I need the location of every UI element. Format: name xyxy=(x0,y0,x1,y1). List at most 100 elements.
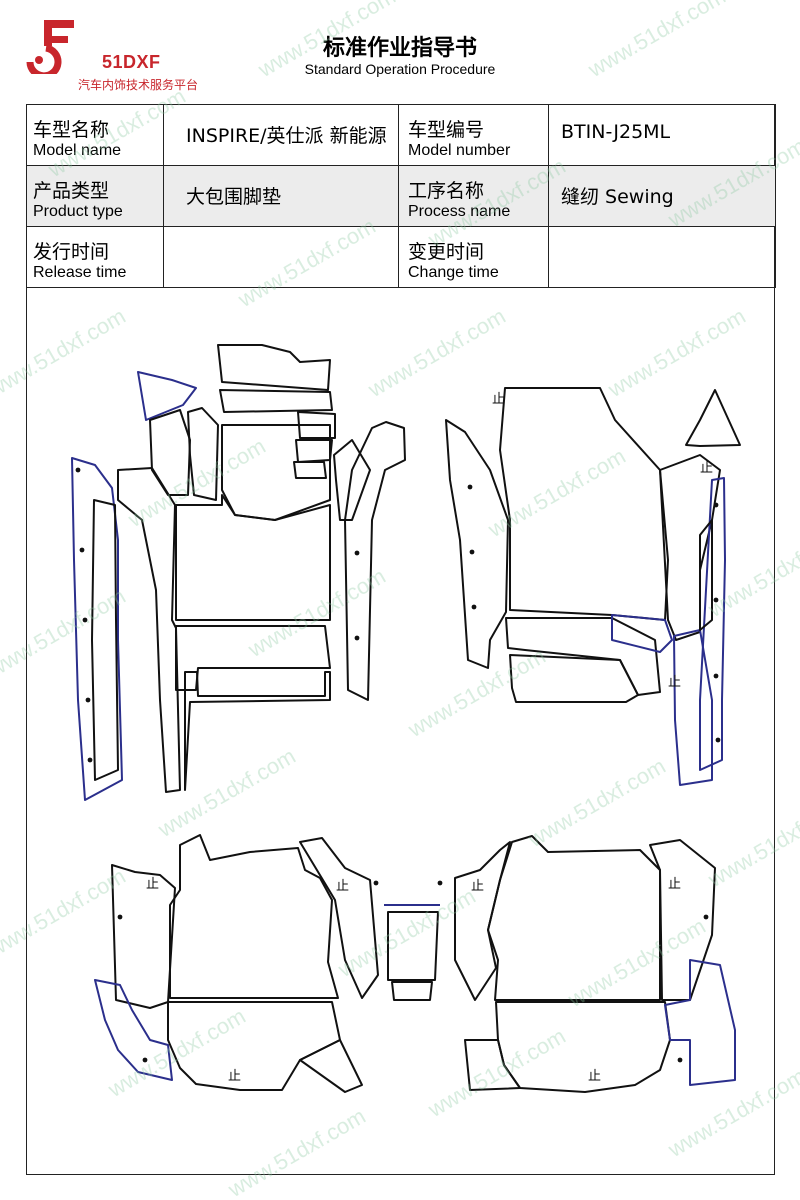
mat-piece xyxy=(495,1001,671,1093)
stitch-dot xyxy=(79,547,85,553)
watermark-text: www.51dxf.com xyxy=(583,0,730,82)
document-subtitle: Standard Operation Procedure xyxy=(304,61,496,77)
process-name-value-cell: 缝纫 Sewing xyxy=(548,165,776,227)
floor-mat-pattern-drawing: 止 止 止 止 止 止 止 止 止 xyxy=(71,344,741,1093)
stitch-dot xyxy=(117,914,123,920)
mat-piece xyxy=(169,834,339,999)
model-number-value: BTIN-J25ML xyxy=(561,121,671,143)
stitch-dot xyxy=(82,617,88,623)
product-type-label-cn: 产品类型 xyxy=(33,180,110,202)
mat-piece xyxy=(299,837,379,999)
stitch-dot xyxy=(467,484,473,490)
mat-piece xyxy=(149,409,191,496)
mat-piece xyxy=(664,959,736,1086)
mat-piece xyxy=(111,864,176,1009)
change-time-value-cell xyxy=(548,226,776,288)
mat-piece xyxy=(137,371,197,421)
mat-piece xyxy=(673,629,713,786)
stitch-dot xyxy=(437,880,443,886)
mat-piece xyxy=(387,911,439,981)
mat-piece xyxy=(117,467,181,793)
stitch-dots xyxy=(75,467,721,1063)
stitch-dot xyxy=(469,549,475,555)
stitch-dot xyxy=(677,1057,683,1063)
stitch-dot xyxy=(354,635,360,641)
stitch-dot xyxy=(85,697,91,703)
mat-piece xyxy=(391,981,433,1001)
model-name-value: INSPIRE/英仕派 新能源 xyxy=(186,125,387,147)
model-name-label-cn: 车型名称 xyxy=(33,119,110,141)
dxf-logo-icon xyxy=(26,20,74,74)
stitch-dot xyxy=(713,597,719,603)
stitch-dot xyxy=(373,880,379,886)
change-time-label-en: Change time xyxy=(408,264,499,281)
mat-piece xyxy=(217,344,331,391)
mat-piece xyxy=(299,1039,363,1093)
stitch-dot xyxy=(87,757,93,763)
model-name-label-en: Model name xyxy=(33,142,122,159)
mat-piece xyxy=(344,421,406,701)
mat-piece xyxy=(333,439,371,521)
mat-piece xyxy=(175,625,331,691)
mat-piece xyxy=(611,614,673,653)
release-time-label-en: Release time xyxy=(33,264,127,281)
model-number-label-en: Model number xyxy=(408,142,511,159)
mat-piece xyxy=(297,411,336,439)
stitch-dot xyxy=(142,1057,148,1063)
stitch-dot xyxy=(715,737,721,743)
model-number-value-cell: BTIN-J25ML xyxy=(548,104,776,166)
mat-piece xyxy=(685,389,741,447)
product-type-label-en: Product type xyxy=(33,203,123,220)
mat-piece xyxy=(454,841,511,1001)
mat-piece xyxy=(187,407,219,501)
mat-piece xyxy=(71,457,123,801)
mat-piece xyxy=(649,839,716,1001)
process-name-label-en: Process name xyxy=(408,203,511,220)
stitch-dot xyxy=(75,467,81,473)
mat-piece xyxy=(293,461,327,479)
document-title: 标准作业指导书 xyxy=(322,36,477,61)
stop-mark: 止 xyxy=(228,1069,241,1084)
change-time-label-cn: 变更时间 xyxy=(408,241,485,263)
release-time-value-cell xyxy=(163,226,399,288)
model-name-value-cell: INSPIRE/英仕派 新能源 xyxy=(163,104,399,166)
mat-piece xyxy=(487,835,661,1001)
brand-logo: 51DXF 汽车内饰技术服务平台 xyxy=(22,18,222,92)
stop-mark: 止 xyxy=(146,877,159,892)
mat-piece xyxy=(699,519,713,631)
stop-mark: 止 xyxy=(700,461,713,476)
mat-piece xyxy=(219,389,333,413)
stop-mark: 止 xyxy=(668,675,681,690)
mat-piece xyxy=(167,1001,341,1091)
stitch-dot xyxy=(471,604,477,610)
mat-piece xyxy=(509,654,639,703)
mat-piece xyxy=(499,387,669,621)
mat-piece xyxy=(184,671,331,791)
stitch-dot xyxy=(713,673,719,679)
mat-piece xyxy=(699,477,726,771)
stitch-dot xyxy=(703,914,709,920)
stop-mark: 止 xyxy=(471,879,484,894)
stop-mark: 止 xyxy=(588,1069,601,1084)
mat-piece xyxy=(295,439,333,463)
stitch-dot xyxy=(713,502,719,508)
mat-piece xyxy=(445,419,509,669)
stitch-dot xyxy=(354,550,360,556)
product-type-value-cell: 大包围脚垫 xyxy=(163,165,399,227)
mat-piece xyxy=(464,1039,521,1091)
logo-brand-name: 51DXF xyxy=(102,52,161,72)
process-name-value: 缝纫 Sewing xyxy=(561,186,674,208)
mat-piece xyxy=(175,494,331,621)
product-type-value: 大包围脚垫 xyxy=(186,186,282,208)
stop-mark: 止 xyxy=(668,877,681,892)
logo-tagline: 汽车内饰技术服务平台 xyxy=(78,78,199,92)
